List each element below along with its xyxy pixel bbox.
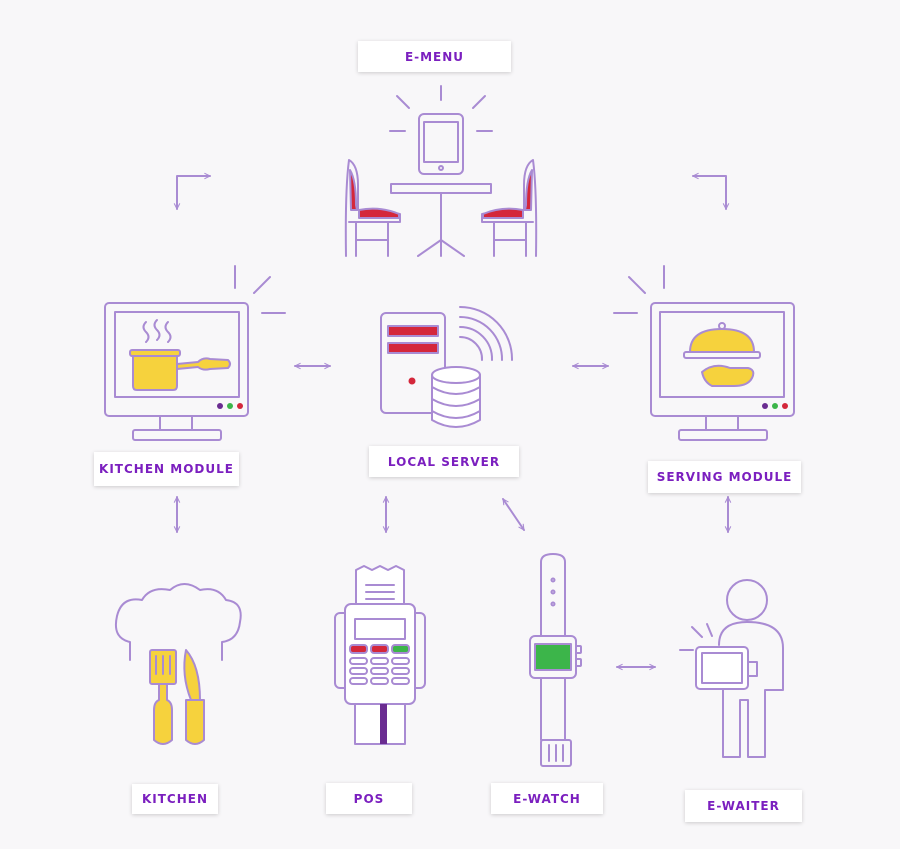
local-server-label: LOCAL SERVER — [369, 446, 519, 477]
smartwatch-icon — [529, 553, 582, 767]
e-watch-label: E-WATCH — [491, 783, 603, 814]
connection-arrows — [177, 176, 728, 667]
waiter-tablet-icon — [679, 579, 784, 758]
arrow-server-ewatch — [502, 498, 525, 531]
monitor-cooking-pot-icon — [104, 265, 286, 441]
tablet-table-chairs-icon — [344, 85, 538, 257]
e-menu-label: E-MENU — [358, 41, 511, 72]
server-database-icon — [380, 306, 514, 428]
pos-label: POS — [326, 783, 412, 814]
e-waiter-label: E-WAITER — [685, 790, 802, 822]
kitchen-label: KITCHEN — [132, 784, 218, 814]
monitor-serving-cloche-icon — [613, 265, 795, 441]
kitchen-module-label: KITCHEN MODULE — [94, 452, 239, 486]
serving-module-label: SERVING MODULE — [648, 461, 801, 493]
arrow-emenu-kitchen-module — [177, 176, 211, 210]
arrow-emenu-serving-module — [692, 176, 726, 210]
pos-terminal-icon — [334, 565, 426, 745]
chef-hat-utensils-icon — [114, 583, 242, 745]
